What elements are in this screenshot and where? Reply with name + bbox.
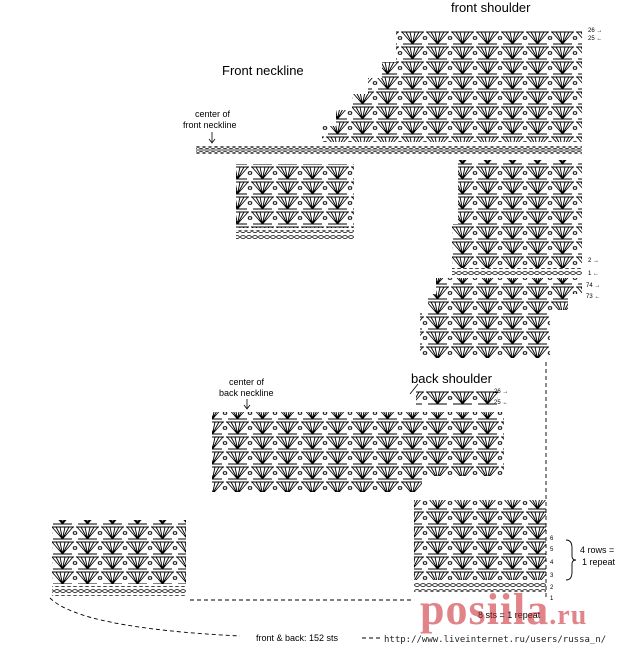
center-front-label-2: front neckline — [183, 120, 237, 130]
row-number: 74 → — [586, 283, 601, 289]
row-number: 5 — [550, 547, 554, 553]
row-number: 2 — [550, 585, 554, 591]
watermark-logo: posiila.ru — [420, 584, 587, 635]
pointer-arrows — [208, 132, 419, 410]
back-shoulder-label: back shoulder — [411, 371, 492, 386]
repeat-label-2: 1 repeat — [582, 557, 616, 567]
front-shoulder-label: front shoulder — [451, 0, 531, 15]
row-number: 3 — [550, 573, 554, 579]
repeat-brace — [565, 539, 577, 581]
back-shoulder-block — [212, 390, 504, 492]
center-back-label-1: center of — [229, 377, 265, 387]
watermark-logo-text: posiila — [420, 585, 550, 634]
total-stitches-label: front & back: 152 sts — [256, 633, 339, 643]
center-back-label-2: back neckline — [219, 388, 274, 398]
row-number: 2 → — [588, 258, 600, 264]
watermark-url[interactable]: http://www.liveinternet.ru/users/russa_n… — [384, 635, 607, 645]
row-number: 73 ← — [586, 294, 601, 300]
row-number: 4 — [550, 560, 554, 566]
dashed-connectors — [49, 597, 414, 639]
front-neckline-block — [236, 164, 354, 240]
row-number: 26 → — [494, 389, 509, 395]
front-neckline-label: Front neckline — [222, 63, 304, 78]
front-shoulder-block — [196, 30, 582, 154]
row-number: 6 — [550, 536, 554, 542]
repeat-label-1: 4 rows = — [580, 545, 615, 555]
left-edge-block — [52, 520, 186, 596]
watermark-logo-domain: .ru — [549, 600, 588, 631]
row-number: 25 ← — [494, 400, 509, 406]
sts-repeat-label: 8 sts = 1 repeat — [478, 610, 541, 620]
row-number: 1 ← — [588, 271, 600, 277]
center-front-label-1: center of — [195, 109, 231, 119]
row-number: 1 — [550, 596, 554, 602]
back-body-block — [414, 500, 546, 592]
row-number: 26 → — [588, 28, 603, 34]
row-number: 25 ← — [588, 36, 603, 42]
front-side-block — [420, 160, 582, 358]
